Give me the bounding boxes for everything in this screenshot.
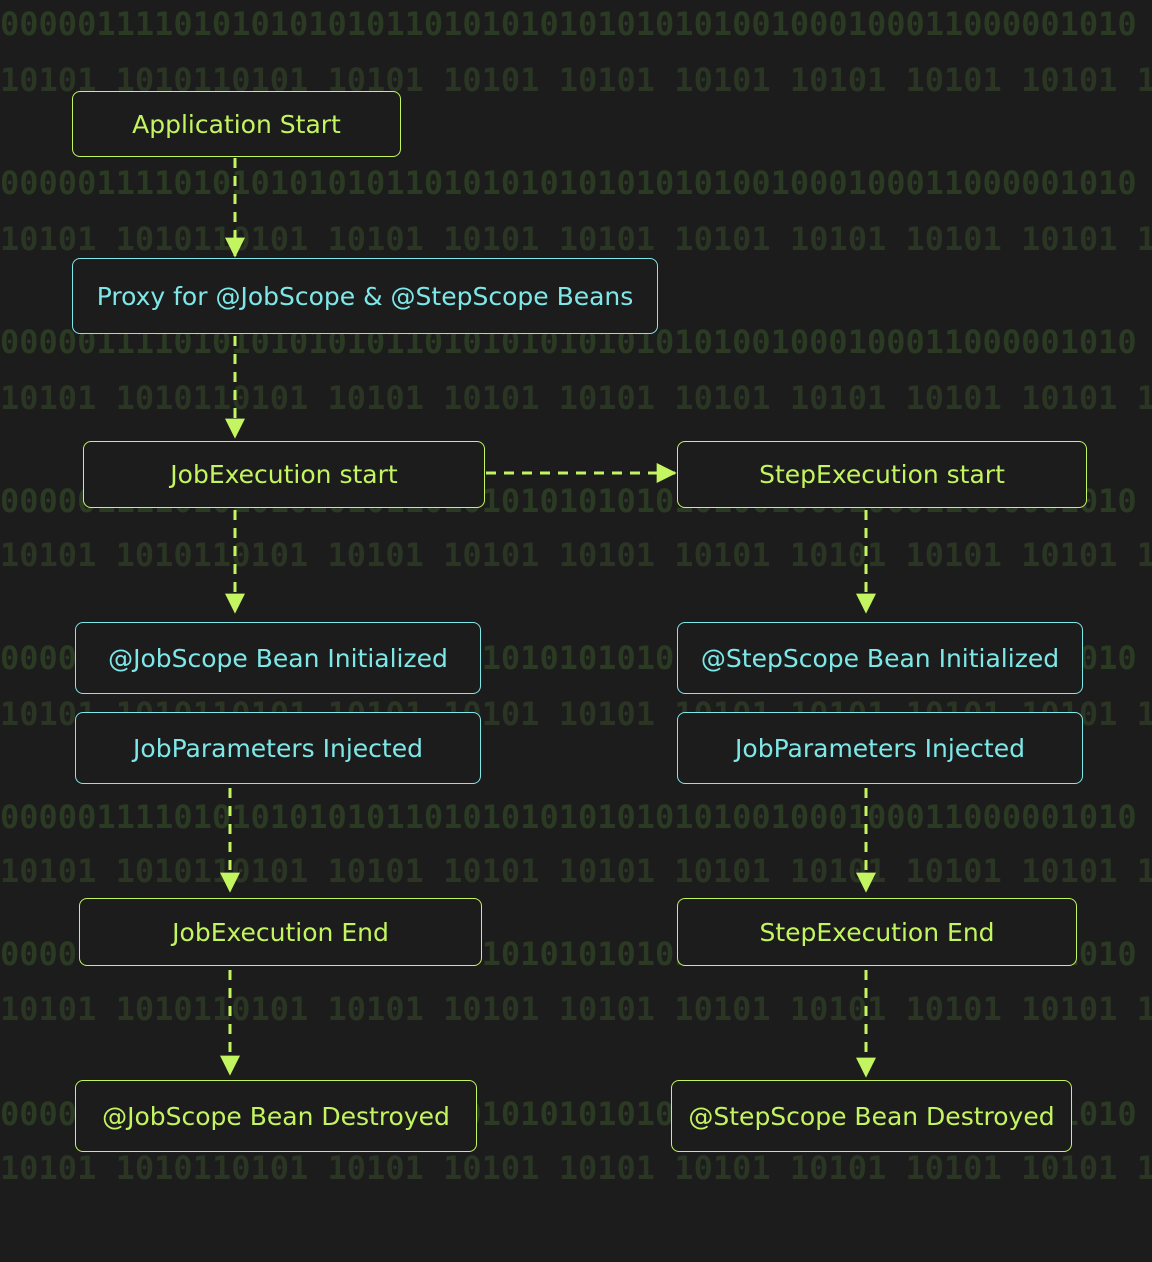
node-step-execution-start: StepExecution start: [677, 441, 1087, 508]
binary-pattern-line: 0000011110101010101011010101010101010100…: [0, 798, 1137, 836]
node-job-execution-end: JobExecution End: [79, 898, 482, 966]
binary-pattern-line: 10101 1010110101 10101 10101 10101 10101…: [0, 990, 1152, 1028]
node-proxy-beans: Proxy for @JobScope & @StepScope Beans: [72, 258, 658, 334]
binary-pattern-line: 10101 1010110101 10101 10101 10101 10101…: [0, 379, 1152, 417]
node-job-execution-start: JobExecution start: [83, 441, 485, 508]
node-job-parameters-injected-right: JobParameters Injected: [677, 712, 1083, 784]
binary-pattern-line: 10101 1010110101 10101 10101 10101 10101…: [0, 852, 1152, 890]
binary-pattern-line: 10101 1010110101 10101 10101 10101 10101…: [0, 536, 1152, 574]
binary-pattern-line: 0000011110101010101011010101010101010100…: [0, 164, 1137, 202]
node-application-start: Application Start: [72, 91, 401, 157]
node-jobscope-bean-initialized: @JobScope Bean Initialized: [75, 622, 481, 694]
binary-pattern-line: 10101 1010110101 10101 10101 10101 10101…: [0, 220, 1152, 258]
node-stepscope-bean-destroyed: @StepScope Bean Destroyed: [671, 1080, 1072, 1152]
node-stepscope-bean-initialized: @StepScope Bean Initialized: [677, 622, 1083, 694]
node-job-parameters-injected-left: JobParameters Injected: [75, 712, 481, 784]
node-jobscope-bean-destroyed: @JobScope Bean Destroyed: [75, 1080, 477, 1152]
node-step-execution-end: StepExecution End: [677, 898, 1077, 966]
binary-pattern-line: 0000011110101010101011010101010101010100…: [0, 5, 1137, 43]
binary-pattern-line: 10101 1010110101 10101 10101 10101 10101…: [0, 1149, 1152, 1187]
